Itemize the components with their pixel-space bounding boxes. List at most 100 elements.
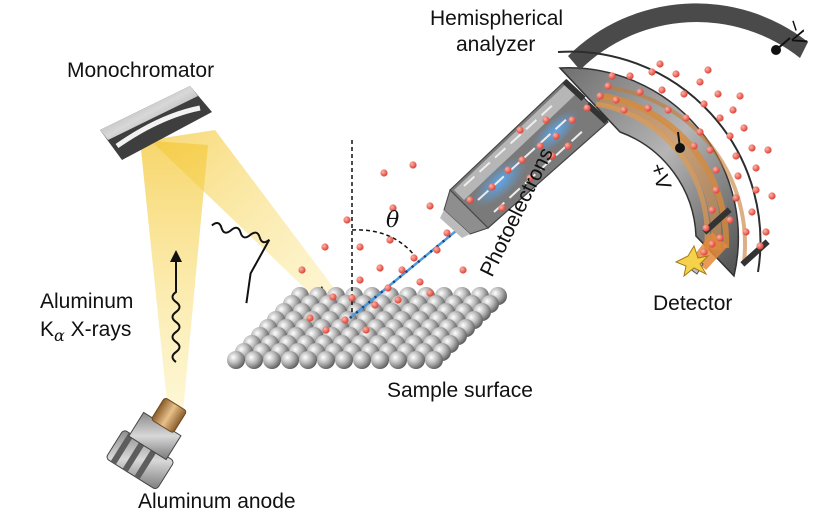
electron-dot (564, 142, 572, 150)
electron-dot (636, 88, 644, 96)
electron-dot (604, 82, 612, 90)
electron-dot (322, 326, 330, 334)
electron-dot (716, 234, 724, 242)
electron-dot (536, 142, 544, 150)
electron-dot (762, 228, 770, 236)
electron-dot (426, 289, 434, 297)
surface-atom (353, 351, 371, 369)
electron-dot (700, 100, 708, 108)
xray-photon-wave-up (171, 258, 181, 363)
electron-dot (371, 301, 379, 309)
electron-dot (321, 243, 329, 251)
monochromator (100, 86, 212, 160)
electron-dot (756, 242, 764, 250)
pos-voltage-terminal (675, 143, 685, 153)
electron-dot (748, 208, 756, 216)
xray-label-rest: X-rays (65, 318, 132, 341)
electron-dot (682, 114, 690, 122)
electron-dot (362, 326, 370, 334)
electron-dot (398, 266, 406, 274)
electron-dot (498, 204, 506, 212)
electron-dot (732, 152, 740, 160)
detector-label: Detector (653, 292, 732, 315)
electron-dot (700, 248, 708, 256)
electron-dot (726, 132, 734, 140)
electron-dot (380, 169, 388, 177)
xray-photon-arrowhead-up (170, 250, 182, 262)
electron-dot (386, 236, 394, 244)
neg-voltage-terminal (771, 45, 781, 55)
electron-dot (656, 60, 664, 68)
electron-dot (389, 204, 397, 212)
electron-dot (742, 228, 750, 236)
xray-beam-anode-to-monochromator (140, 140, 208, 412)
electron-dot (672, 70, 680, 78)
electron-dot (394, 296, 402, 304)
electron-dot (298, 266, 306, 274)
electron-dot (648, 68, 656, 76)
detector-flash-icon (674, 244, 710, 278)
surface-atom (425, 351, 443, 369)
electron-dot (409, 161, 417, 169)
electron-dot (714, 90, 722, 98)
electron-dot (504, 166, 512, 174)
surface-atom (245, 351, 263, 369)
monochromator-label: Monochromator (67, 59, 214, 82)
detector (674, 232, 728, 278)
anode-label: Aluminum anode (138, 490, 296, 513)
electron-dot (734, 172, 742, 180)
electron-dot (518, 156, 526, 164)
electron-dot (729, 106, 737, 114)
electron-dot (542, 116, 550, 124)
surface-atom (317, 351, 335, 369)
electron-dot (708, 240, 716, 248)
electron-dot (732, 194, 740, 202)
electron-dot (384, 284, 392, 292)
electron-dot (704, 66, 712, 74)
electron-dot (620, 106, 628, 114)
xray-label-alpha: α (54, 326, 65, 345)
electron-dot (341, 316, 349, 324)
electron-dot (410, 254, 418, 262)
photoelectron-particles (298, 60, 776, 334)
aluminum-anode (106, 398, 187, 490)
analyzer-label-line1: Hemispherical (430, 7, 563, 30)
electron-dot (726, 216, 734, 224)
analyzer-outer-rim (557, 50, 762, 273)
electron-dot (690, 142, 698, 150)
electron-dot (644, 104, 652, 112)
electron-dot (696, 128, 704, 136)
analyzer-label-line2: analyzer (456, 33, 535, 56)
electron-dot (712, 186, 720, 194)
surface-atom (389, 351, 407, 369)
xray-label-line2: Kα X-rays (40, 318, 131, 345)
surface-atom (371, 351, 389, 369)
electron-dot (348, 294, 356, 302)
electron-dot (306, 314, 314, 322)
electron-dot (626, 72, 634, 80)
photoelectron-path-dashes (349, 225, 463, 319)
electron-dot (552, 132, 560, 140)
electron-dot (376, 264, 384, 272)
electron-dot (708, 206, 716, 214)
electron-dot (712, 166, 720, 174)
electron-dot (416, 278, 424, 286)
electron-dot (356, 243, 364, 251)
electron-dot (548, 152, 556, 160)
electron-dot (596, 92, 604, 100)
electron-dot (516, 126, 524, 134)
electron-dot (680, 90, 688, 98)
surface-atom (335, 351, 353, 369)
surface-atom (227, 351, 245, 369)
electron-dot (702, 224, 710, 232)
electron-dot (488, 183, 496, 191)
electron-dot (583, 104, 591, 112)
electron-dot (696, 78, 704, 86)
electron-dot (433, 246, 441, 254)
electron-dot (748, 144, 756, 152)
electron-dot (466, 196, 474, 204)
surface-atom (299, 351, 317, 369)
surface-atom (263, 351, 281, 369)
electron-dot (426, 202, 434, 210)
